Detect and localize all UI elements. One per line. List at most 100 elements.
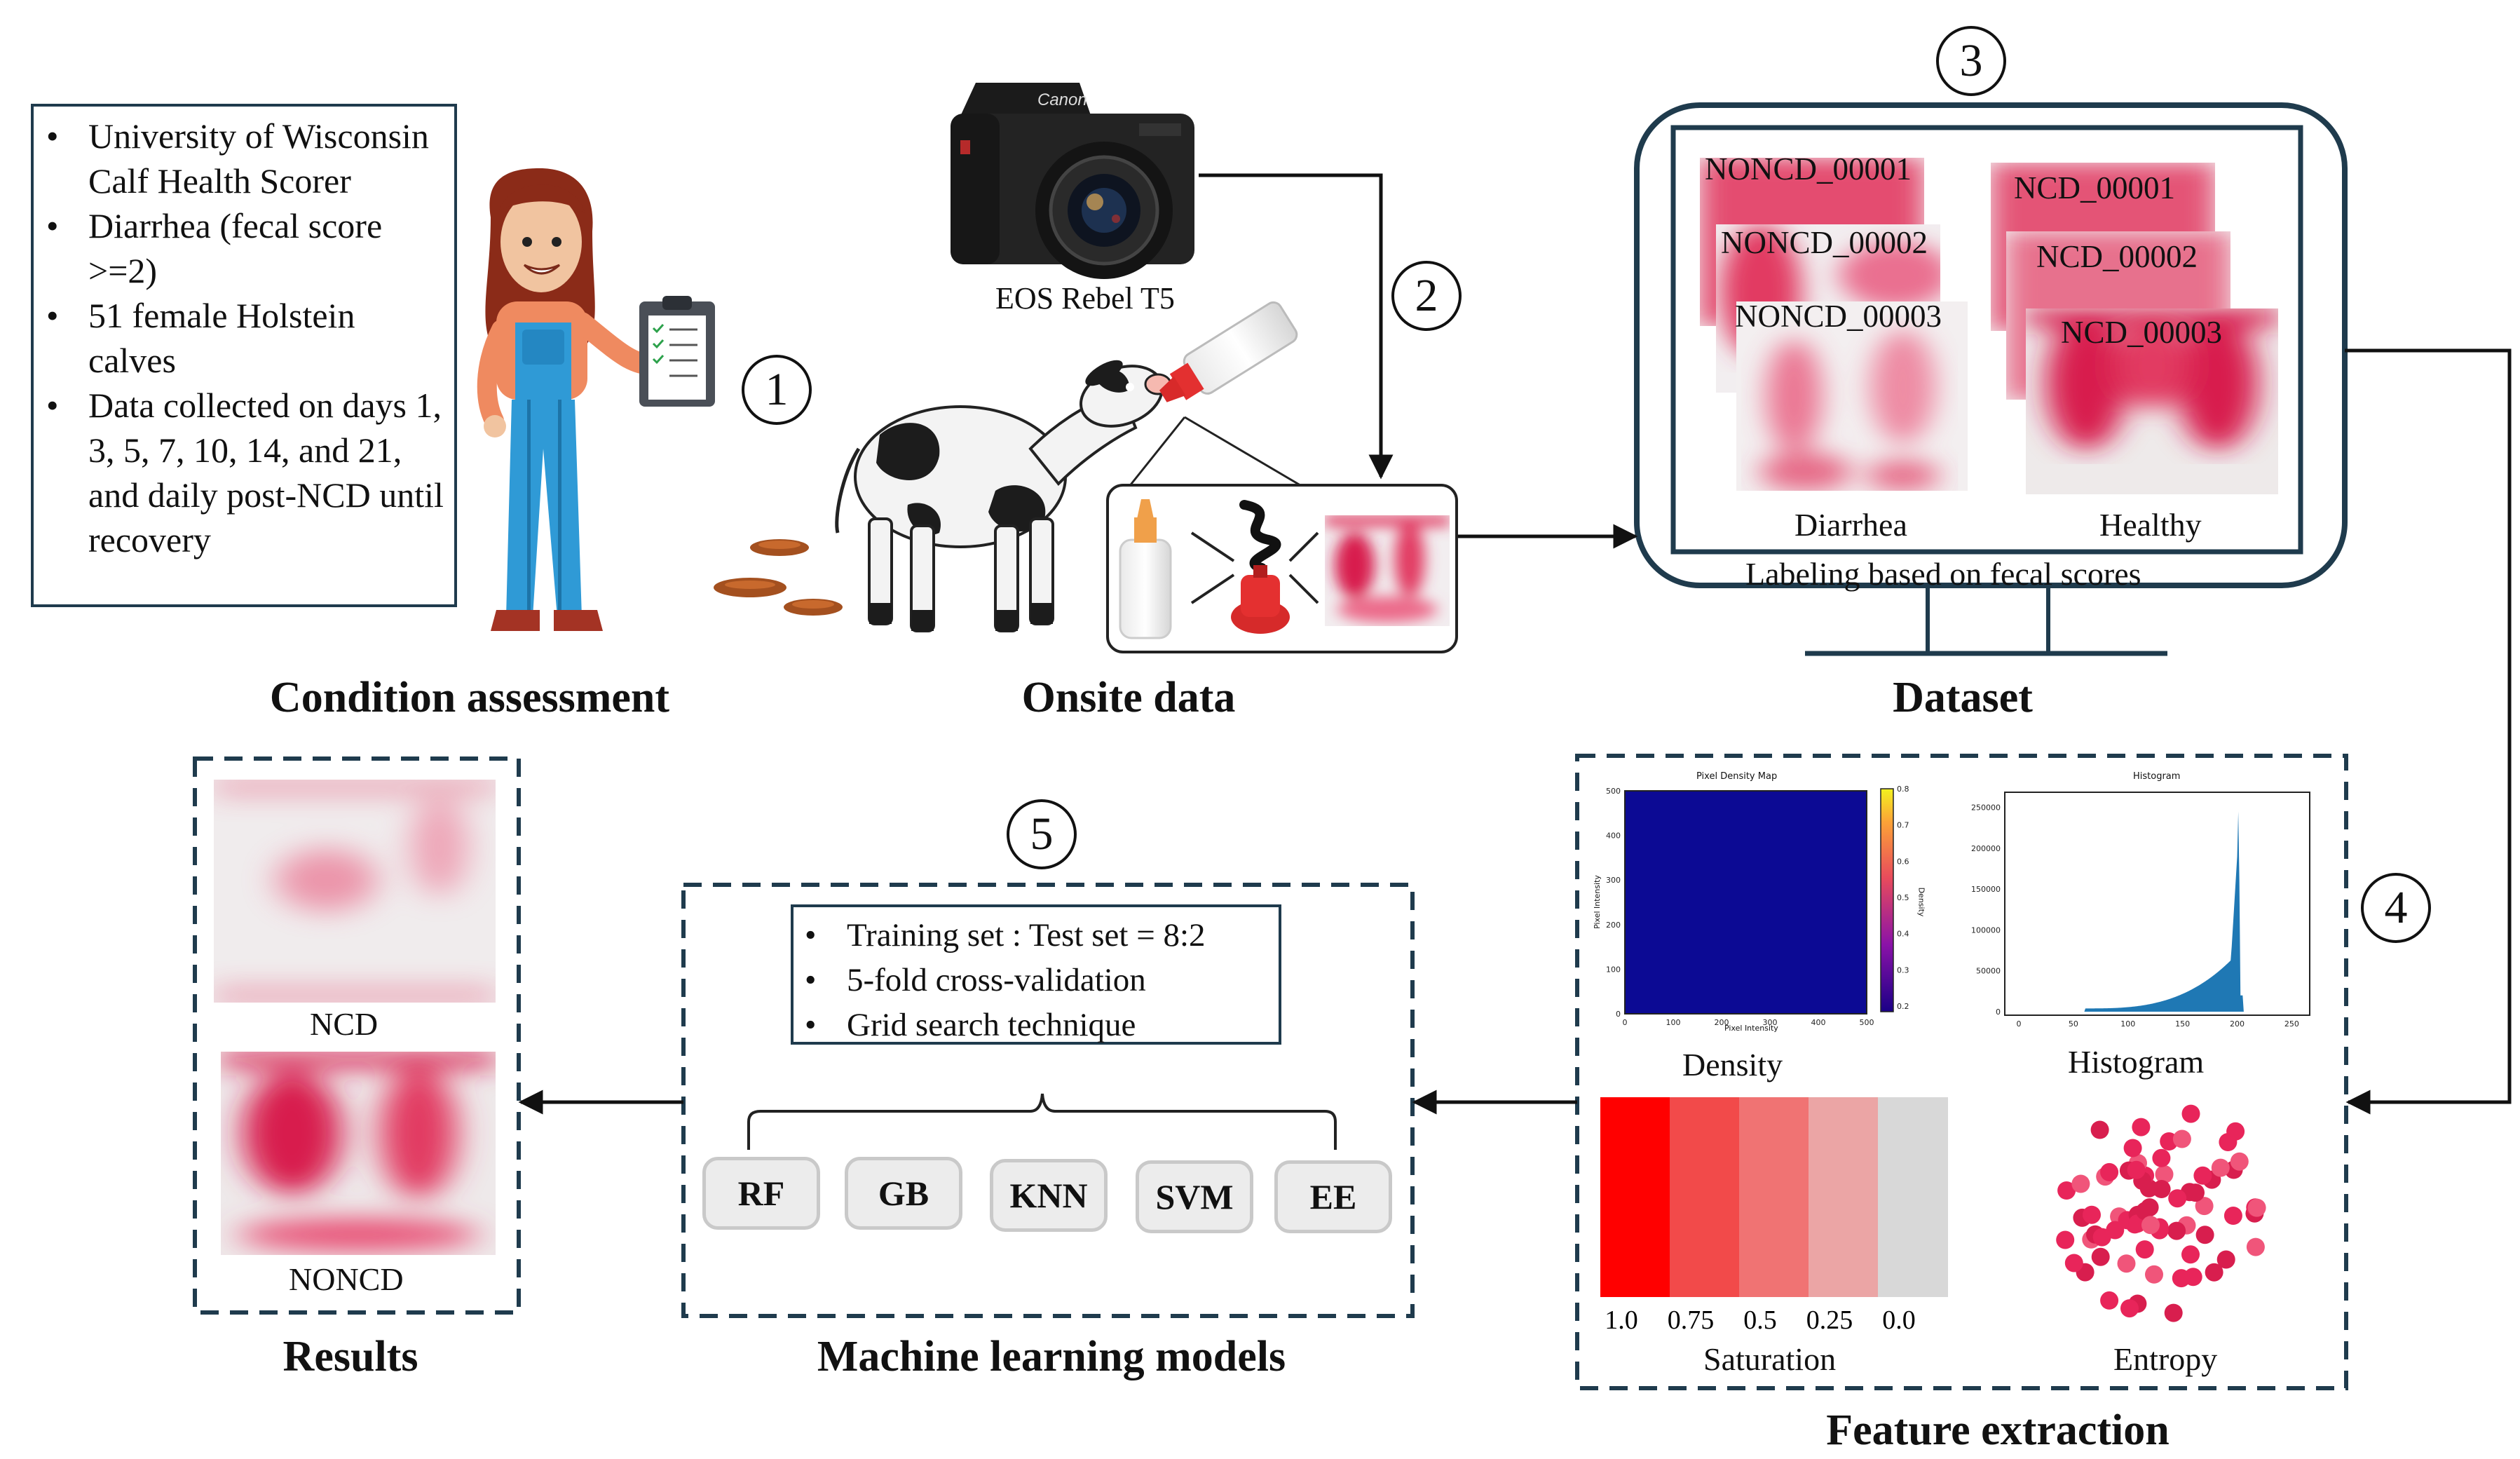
condition-bullet-4: Data collected on days 1, 3, 5, 7, 10, 1… <box>39 383 446 562</box>
onsite-title: Onsite data <box>1021 674 1236 721</box>
entropy-dot <box>2181 1245 2200 1264</box>
histogram-xtick: 50 <box>2069 1019 2078 1029</box>
entropy-dot <box>2246 1237 2265 1256</box>
density-xtick: 300 <box>1763 1018 1778 1027</box>
histogram-ytick: 200000 <box>1971 844 2001 853</box>
calf-illustration <box>835 301 1298 632</box>
histogram-ytick: 100000 <box>1971 925 2001 935</box>
saturation-swatch <box>1670 1097 1740 1297</box>
entropy-dot <box>2216 1250 2235 1269</box>
density-chart-title: Pixel Density Map <box>1696 771 1778 782</box>
histogram-xtick: 150 <box>2175 1019 2190 1029</box>
entropy-dot <box>2123 1139 2142 1158</box>
colorbar-tick: 0.5 <box>1897 893 1909 902</box>
diarrhea-image-stack <box>1700 158 1968 491</box>
dataset-caption: Labeling based on fecal scores <box>1745 556 2141 592</box>
healthy-label: Healthy <box>2099 507 2202 543</box>
density-ytick: 0 <box>1616 1010 1621 1019</box>
entropy-dot <box>2205 1263 2223 1282</box>
camera-icon: Canon <box>951 83 1194 279</box>
condition-bullet-2: Diarrhea (fecal score >=2) <box>39 203 446 293</box>
healthy-id-3: NCD_00003 <box>2061 315 2223 350</box>
model-knn: KNN <box>990 1159 1108 1232</box>
entropy-dot <box>2136 1202 2155 1221</box>
zoom-callout <box>1127 416 1305 489</box>
flow-arrows <box>518 173 2512 1115</box>
diarrhea-id-1: NONCD_00001 <box>1705 151 1912 186</box>
fecal-sample-image <box>1325 515 1450 626</box>
saturation-tick: 0.25 <box>1806 1305 1853 1335</box>
swab-icon <box>1190 500 1319 634</box>
diarrhea-id-2: NONCD_00002 <box>1721 225 1928 260</box>
condition-title: Condition assessment <box>269 674 670 721</box>
entropy-dot <box>2219 1133 2238 1151</box>
density-xtick: 500 <box>1860 1018 1874 1027</box>
ml-bullets: Training set : Test set = 8:2 5-fold cro… <box>798 913 1273 1047</box>
saturation-swatch <box>1739 1097 1809 1297</box>
density-xtick: 0 <box>1623 1018 1628 1027</box>
entropy-dot <box>2230 1152 2249 1171</box>
entropy-dot <box>2181 1104 2200 1123</box>
camera-label: EOS Rebel T5 <box>995 281 1175 315</box>
results-title: Results <box>282 1333 418 1380</box>
entropy-dots <box>2056 1104 2266 1322</box>
density-ytick: 200 <box>1606 921 1621 930</box>
entropy-dot <box>2132 1118 2151 1136</box>
step-1-marker: 1 <box>742 355 812 425</box>
histogram-ytick: 0 <box>1996 1007 2001 1017</box>
entropy-dot <box>2092 1228 2111 1247</box>
density-xtick: 400 <box>1811 1018 1826 1027</box>
entropy-dot <box>2247 1198 2266 1217</box>
ml-title: Machine learning models <box>817 1333 1286 1380</box>
density-label: Density <box>1682 1047 1783 1083</box>
ml-bullet-1: Training set : Test set = 8:2 <box>798 913 1273 958</box>
ml-bullet-2: 5-fold cross-validation <box>798 958 1273 1003</box>
entropy-dot <box>2195 1226 2214 1244</box>
healthy-image-stack <box>1991 163 2278 494</box>
healthy-id-2: NCD_00002 <box>2036 239 2198 274</box>
entropy-dot <box>2090 1120 2109 1139</box>
colorbar-tick: 0.7 <box>1897 821 1909 830</box>
ncd-result-image <box>214 780 496 1003</box>
density-xlabel: Pixel Intensity <box>1724 1024 1778 1033</box>
colorbar-tick: 0.2 <box>1897 1002 1909 1011</box>
entropy-dot <box>2193 1166 2212 1185</box>
density-ytick: 300 <box>1606 876 1621 885</box>
density-ylabel: Pixel Intensity <box>1592 875 1602 929</box>
entropy-dot <box>2127 1160 2146 1179</box>
entropy-dot <box>2117 1254 2136 1273</box>
entropy-dot <box>2155 1165 2174 1183</box>
density-colorbar-label: Density <box>1916 887 1926 917</box>
entropy-dot <box>2100 1162 2119 1181</box>
model-brace <box>747 1093 1337 1150</box>
saturation-label: Saturation <box>1703 1341 1837 1377</box>
histogram-ytick: 50000 <box>1976 967 2001 976</box>
ml-bullet-3: Grid search technique <box>798 1003 1273 1047</box>
sample-bottle-icon <box>1119 499 1172 639</box>
farmer-illustration <box>477 168 715 631</box>
model-rf: RF <box>702 1157 820 1230</box>
entropy-dot <box>2091 1247 2110 1266</box>
entropy-dot <box>2195 1197 2214 1216</box>
saturation-tick: 0.0 <box>1882 1305 1916 1335</box>
entropy-dot <box>2211 1158 2230 1177</box>
results-dashed-box <box>193 756 521 1315</box>
condition-bullet-1: University of Wisconsin Calf Health Scor… <box>39 114 446 203</box>
step-5-marker: 5 <box>1007 799 1077 869</box>
condition-info-box: University of Wisconsin Calf Health Scor… <box>31 104 457 607</box>
entropy-dot <box>2164 1303 2183 1322</box>
step-2-marker: 2 <box>1391 261 1462 331</box>
saturation-tick: 1.0 <box>1605 1305 1638 1335</box>
noncd-result-image <box>221 1052 496 1255</box>
saturation-swatch <box>1600 1097 1670 1297</box>
histogram-label: Histogram <box>2068 1044 2205 1080</box>
model-gb: GB <box>845 1157 962 1230</box>
diarrhea-id-3: NONCD_00003 <box>1735 299 1942 334</box>
colorbar-tick: 0.4 <box>1897 930 1909 939</box>
entropy-dot <box>2145 1265 2163 1284</box>
entropy-dot <box>2167 1221 2186 1240</box>
entropy-dot <box>2135 1240 2154 1259</box>
